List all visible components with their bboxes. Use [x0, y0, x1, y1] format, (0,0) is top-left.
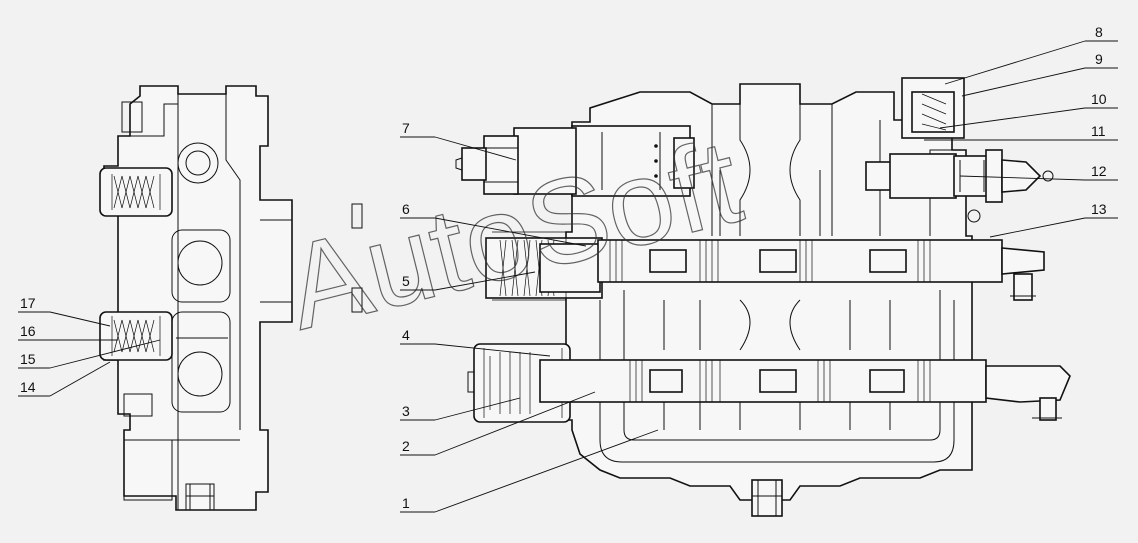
callout-5: 5: [402, 273, 410, 289]
valve-7: [455, 125, 695, 197]
callout-6: 6: [402, 201, 410, 217]
callout-12: 12: [1091, 163, 1107, 179]
callout-8: 8: [1095, 24, 1103, 40]
relief-valve: [865, 77, 1054, 203]
lower-spring-cap: [99, 311, 173, 361]
callout-9: 9: [1095, 51, 1103, 67]
callout-14: 14: [20, 379, 36, 395]
callout-1: 1: [402, 495, 410, 511]
callout-17: 17: [20, 295, 36, 311]
callout-11: 11: [1091, 123, 1106, 139]
callout-2: 2: [402, 438, 410, 454]
callout-labels: 1 2 3 4 5 6 7 8 9 10 11 12 13 17 16 15 1…: [20, 24, 1107, 511]
callout-15: 15: [20, 351, 36, 367]
callout-3: 3: [402, 403, 410, 419]
callout-4: 4: [402, 327, 410, 343]
callout-13: 13: [1091, 201, 1107, 217]
front-view: [455, 77, 1071, 517]
leader-lines: [18, 40, 1118, 513]
callout-7: 7: [402, 120, 410, 136]
side-view: [99, 85, 363, 511]
upper-spool: [485, 231, 1045, 301]
callout-16: 16: [20, 323, 36, 339]
upper-spring-cap: [99, 167, 173, 217]
lower-spool: [467, 343, 1071, 423]
callout-10: 10: [1091, 91, 1107, 107]
